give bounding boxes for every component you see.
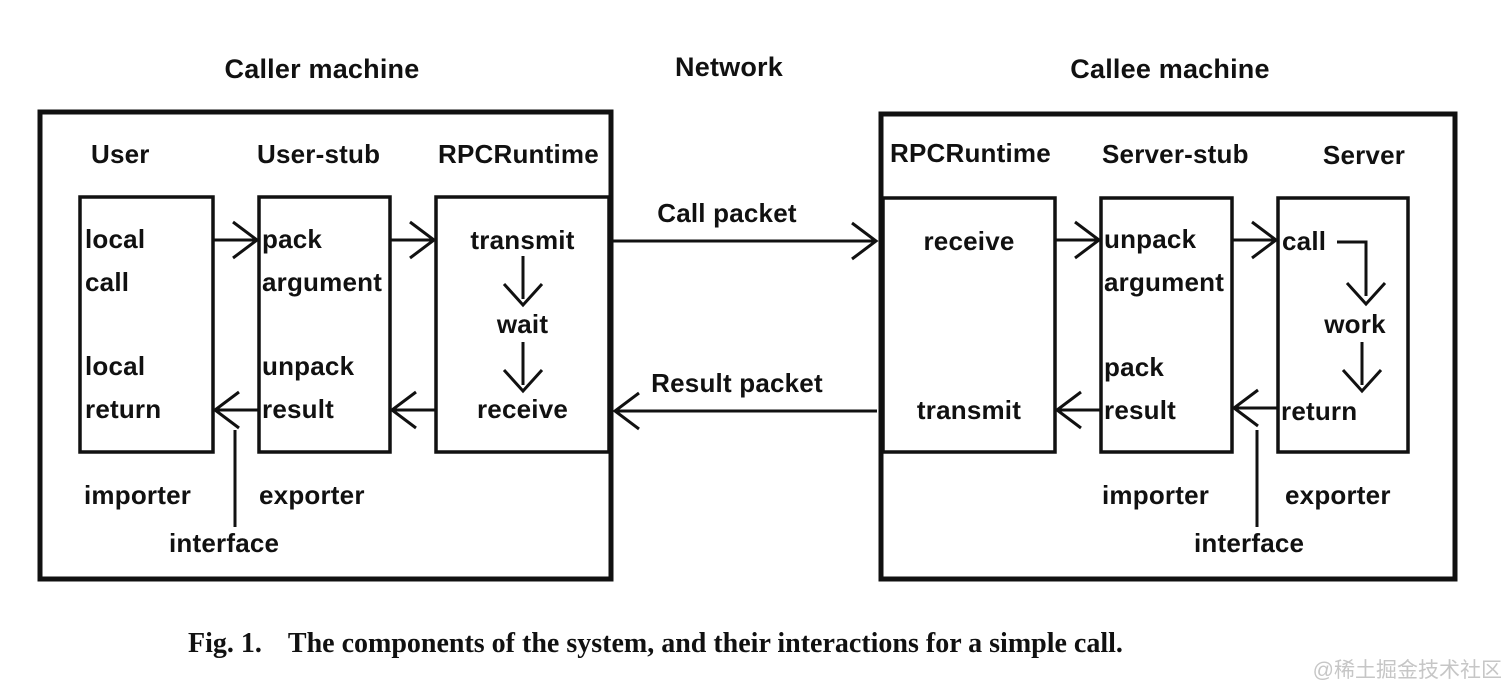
- arrow-packresult-to-transmit: [1054, 390, 1101, 430]
- arrow-call-packet: [612, 221, 879, 261]
- server-return-label: return: [1281, 396, 1358, 426]
- caller-interface-label: interface: [169, 528, 280, 558]
- caller-rpcruntime-box: [434, 195, 611, 454]
- figure-caption-text: The components of the system, and their …: [287, 628, 1123, 659]
- server-stub-box: [1099, 196, 1234, 454]
- watermark: @稀土掘金技术社区: [1312, 659, 1502, 682]
- arrow-unpackresult-to-localreturn: [212, 390, 259, 430]
- user-box: [78, 195, 215, 454]
- server-header: Server: [1322, 140, 1406, 170]
- server-stub-header: Server-stub: [1102, 139, 1249, 169]
- server-box: [1276, 196, 1410, 454]
- arrow-wait-to-receive: [502, 342, 544, 394]
- callee-receive-label: receive: [923, 226, 1015, 256]
- server-stub-box-bottom-label: pack result: [1104, 352, 1177, 425]
- callee-rpcruntime-box: [881, 196, 1057, 454]
- arrow-receive-to-unpack: [1055, 220, 1102, 260]
- arrow-transmit-to-wait: [502, 256, 544, 308]
- callee-importer-label: importer: [1102, 480, 1210, 510]
- arrow-result-packet: [612, 391, 877, 431]
- callee-machine-label: Callee machine: [1070, 54, 1270, 84]
- callee-transmit-label: transmit: [916, 395, 1022, 425]
- callee-interface-label: interface: [1194, 528, 1305, 558]
- caller-importer-label: importer: [84, 480, 192, 510]
- server-call-label: call: [1282, 226, 1327, 256]
- arrow-pack-to-transmit: [390, 220, 437, 260]
- caller-exporter-label: exporter: [259, 480, 365, 510]
- server-stub-box-top-label: unpack argument: [1104, 224, 1225, 297]
- caller-wait-label: wait: [496, 309, 549, 339]
- user-stub-header: User-stub: [257, 139, 381, 169]
- user-stub-box: [257, 195, 392, 454]
- caller-receive-label: receive: [476, 394, 569, 424]
- callee-exporter-label: exporter: [1285, 480, 1391, 510]
- user-box-bottom-label: local return: [85, 351, 162, 424]
- user-header: User: [91, 139, 150, 169]
- arrow-receive-to-unpackresult: [389, 390, 436, 430]
- arrow-return-to-packresult: [1231, 388, 1278, 428]
- arrow-unpack-to-call: [1232, 220, 1279, 260]
- arrow-work-to-return: [1341, 342, 1383, 394]
- arrow-localcall-to-pack: [213, 220, 260, 260]
- caller-rpcruntime-header: RPCRuntime: [438, 139, 599, 169]
- callee-machine-box: [878, 111, 1458, 582]
- caller-machine-label: Caller machine: [224, 54, 420, 84]
- server-work-label: work: [1324, 309, 1386, 339]
- callee-rpcruntime-header: RPCRuntime: [890, 138, 1051, 168]
- user-stub-box-top-label: pack argument: [262, 224, 383, 297]
- figure-caption: Fig. 1. The components of the system, and…: [188, 627, 1123, 661]
- user-stub-box-bottom-label: unpack result: [262, 351, 355, 424]
- figure-number: Fig. 1.: [188, 628, 262, 659]
- user-box-top-label: local call: [85, 224, 146, 297]
- network-label: Network: [675, 52, 783, 82]
- caller-transmit-label: transmit: [470, 225, 575, 255]
- result-packet-label: Result packet: [651, 368, 823, 398]
- call-packet-label: Call packet: [657, 198, 797, 228]
- caller-machine-box: [37, 109, 614, 582]
- arrow-call-to-work: [1337, 240, 1387, 307]
